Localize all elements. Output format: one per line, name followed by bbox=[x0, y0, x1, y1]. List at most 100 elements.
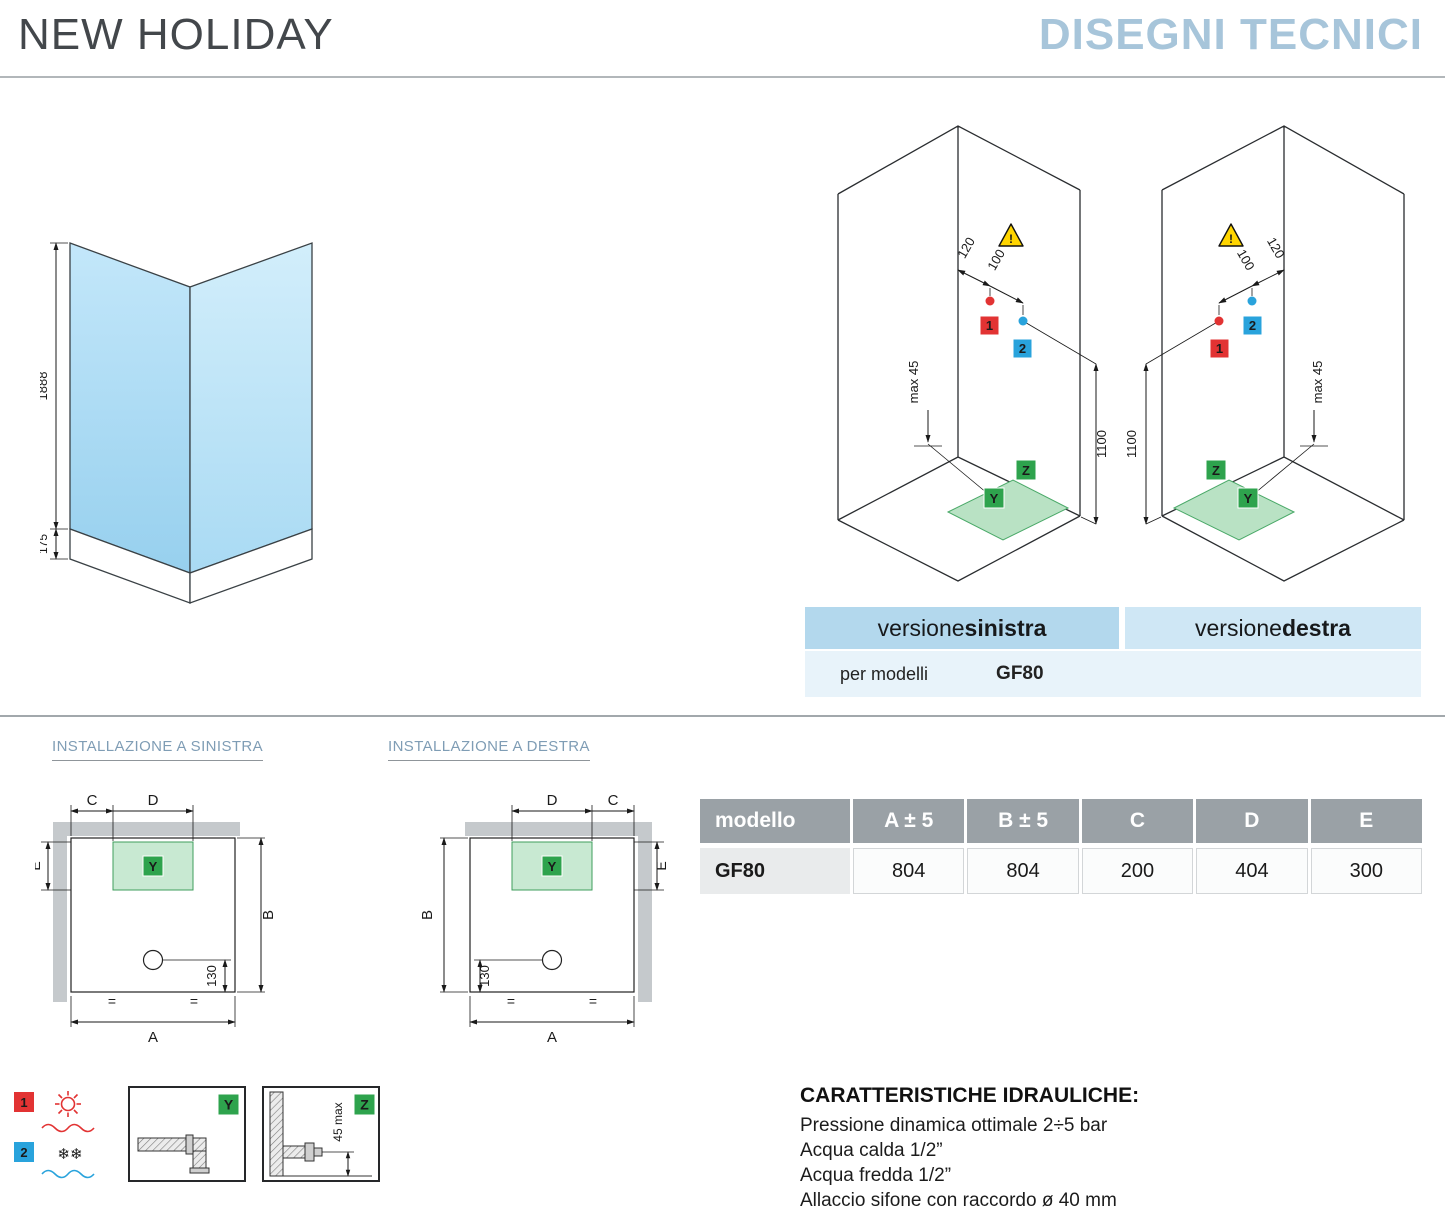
dim-e: E bbox=[35, 861, 43, 870]
warning-mark: ! bbox=[1229, 232, 1233, 246]
page-subtitle: DISEGNI TECNICI bbox=[1038, 10, 1423, 59]
dim-a: A bbox=[547, 1029, 557, 1046]
plan-dim-lines bbox=[41, 805, 265, 1027]
plan-left-title: INSTALLAZIONE A SINISTRA bbox=[52, 738, 264, 761]
y-badge-label: Y bbox=[224, 1097, 234, 1113]
warning-icon bbox=[1218, 223, 1244, 247]
dim-c: C bbox=[87, 792, 98, 809]
z-dim-label: 45 max bbox=[331, 1102, 345, 1141]
cabin-right-drawing: ! 2 1 Y Z 100 120 1100 max 45 bbox=[1124, 125, 1405, 582]
z-badge bbox=[1015, 459, 1037, 481]
table-header-e: E bbox=[1310, 799, 1422, 843]
hot-connection-dot bbox=[1214, 316, 1224, 326]
z-badge-label: Z bbox=[360, 1097, 369, 1113]
table-header-a: A ± 5 bbox=[853, 799, 965, 843]
eq-mark-left: = bbox=[507, 993, 515, 1009]
cabin-left-drawing: ! 1 2 Y Z 120 100 1100 max 45 bbox=[837, 125, 1109, 582]
hot-badge bbox=[14, 1092, 34, 1112]
cold-wave-icon bbox=[41, 1169, 95, 1179]
plan-left-drawing: Y C D E B 130 = = A bbox=[35, 792, 277, 1046]
cold-badge-label: 2 bbox=[20, 1145, 27, 1160]
z-badge-label: Z bbox=[1022, 463, 1030, 478]
version-right-name: destra bbox=[1281, 614, 1351, 641]
glass-panel-drawing: 1888 175 bbox=[40, 242, 313, 604]
y-badge-label: Y bbox=[548, 859, 557, 874]
dim-1100: 1100 bbox=[1124, 430, 1139, 458]
models-band: per modelli GF80 bbox=[805, 651, 1421, 697]
cabin-outline bbox=[1161, 125, 1405, 582]
y-badge bbox=[983, 487, 1005, 509]
y-badge-label: Y bbox=[990, 491, 999, 506]
glass-height-dim: 1888 bbox=[40, 372, 50, 401]
dim-130: 130 bbox=[204, 965, 219, 987]
table-cell-c: 200 bbox=[1081, 848, 1194, 894]
table-cell-a: 804 bbox=[853, 848, 965, 894]
hot-badge-label: 1 bbox=[1216, 341, 1223, 356]
hydraulics-line: Allaccio sifone con raccordo ø 40 mm bbox=[800, 1190, 1117, 1212]
version-left-name: sinistra bbox=[964, 614, 1047, 641]
cold-badge bbox=[1242, 315, 1263, 336]
z-badge bbox=[1205, 459, 1227, 481]
hydraulics-section: CARATTERISTICHE IDRAULICHE: Pressione di… bbox=[800, 1084, 1430, 1213]
dim-100: 100 bbox=[984, 247, 1008, 273]
dim-e: E bbox=[653, 861, 669, 870]
drain bbox=[142, 949, 164, 971]
dim-max45: max 45 bbox=[1310, 361, 1325, 404]
drain-pipe-icon: Y bbox=[137, 1093, 240, 1174]
hot-badge bbox=[1209, 338, 1230, 359]
table-header-d: D bbox=[1196, 799, 1308, 843]
snowflake-icon: ❄❄ bbox=[57, 1146, 82, 1163]
hydraulics-title: CARATTERISTICHE IDRAULICHE: bbox=[800, 1084, 1140, 1107]
y-badge-label: Y bbox=[149, 859, 158, 874]
dim-d: D bbox=[547, 792, 558, 809]
tray-area bbox=[1172, 479, 1296, 541]
cold-badge bbox=[14, 1142, 34, 1162]
dim-100: 100 bbox=[1234, 247, 1258, 273]
eq-mark-right: = bbox=[589, 993, 597, 1009]
dim-b: B bbox=[260, 910, 277, 920]
wall-top bbox=[465, 822, 652, 836]
cabin-dim-lines bbox=[914, 269, 1099, 525]
dim-max45: max 45 bbox=[906, 361, 921, 404]
drain-legend-box: Y bbox=[128, 1086, 246, 1182]
wall-top bbox=[53, 822, 240, 836]
z-badge bbox=[353, 1093, 376, 1116]
water-legend: 1 2 ❄❄ bbox=[14, 1091, 95, 1179]
wall-left bbox=[53, 822, 67, 1002]
glass-dim-lines bbox=[50, 242, 68, 560]
dim-c: C bbox=[608, 792, 619, 809]
cold-badge-label: 2 bbox=[1019, 341, 1026, 356]
warning-icon bbox=[998, 223, 1024, 247]
y-badge bbox=[142, 855, 164, 877]
glass-panels bbox=[69, 242, 313, 604]
cold-badge-label: 2 bbox=[1249, 318, 1256, 333]
table-header-c: C bbox=[1081, 799, 1194, 843]
sun-icon bbox=[55, 1091, 81, 1117]
page-title: NEW HOLIDAY bbox=[18, 10, 334, 59]
table-header-b: B ± 5 bbox=[967, 799, 1079, 843]
wall-right bbox=[638, 822, 652, 1002]
hot-badge-label: 1 bbox=[986, 318, 993, 333]
dim-b: B bbox=[419, 910, 436, 920]
y-badge bbox=[541, 855, 563, 877]
version-left-cell: versione sinistra bbox=[805, 607, 1119, 649]
dim-a: A bbox=[148, 1029, 158, 1046]
hot-badge-label: 1 bbox=[20, 1095, 27, 1110]
glass-skirt-dim: 175 bbox=[40, 534, 50, 554]
wall-connection-legend-box: 45 max Z bbox=[262, 1086, 380, 1182]
z-badge-label: Z bbox=[1212, 463, 1220, 478]
y-badge-label: Y bbox=[1244, 491, 1253, 506]
version-right-text: versione bbox=[1195, 614, 1282, 641]
drain bbox=[541, 949, 563, 971]
dim-130: 130 bbox=[477, 965, 492, 987]
eq-mark-left: = bbox=[108, 993, 116, 1009]
table-cell-e: 300 bbox=[1310, 848, 1422, 894]
table-cell-model: GF80 bbox=[700, 848, 850, 894]
table-cell-d: 404 bbox=[1196, 848, 1308, 894]
cold-badge bbox=[1012, 338, 1033, 359]
dim-1100: 1100 bbox=[1094, 430, 1109, 458]
cold-connection-dot bbox=[1247, 296, 1257, 306]
y-badge bbox=[217, 1093, 240, 1116]
eq-mark-right: = bbox=[190, 993, 198, 1009]
